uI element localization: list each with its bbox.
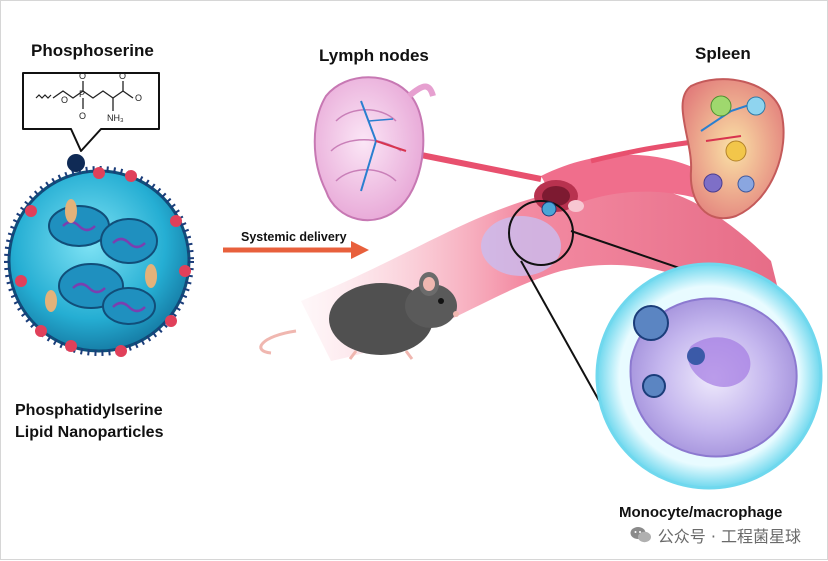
lymph-node-illustration	[313, 76, 436, 222]
lymph-nodes-label: Lymph nodes	[319, 46, 429, 65]
spleen-illustration	[681, 78, 785, 220]
mouse-illustration	[259, 272, 459, 360]
ps-lnp-label-line1: Phosphatidylserine	[15, 402, 163, 419]
monocyte-macrophage-label: Monocyte/macrophage	[619, 504, 782, 521]
systemic-delivery-label: Systemic delivery	[241, 230, 347, 244]
phosphoserine-structure-box: O O P O O O NH₃	[22, 71, 160, 152]
phosphorus-label: P	[79, 89, 85, 99]
vessel-cell	[481, 200, 574, 276]
macrophage-illustration	[595, 262, 823, 490]
ps-lnp-label-line2: Lipid Nanoparticles	[15, 424, 164, 441]
watermark: 公众号 · 工程菌星球	[630, 523, 801, 547]
oxygen-minus-label: O	[135, 93, 142, 103]
wechat-icon	[630, 526, 652, 544]
oxygen-top-label: O	[79, 71, 86, 81]
oxygen-bottom-label: O	[79, 111, 86, 121]
lipid-nanoparticle-illustration	[4, 154, 194, 357]
oxygen-left-label: O	[61, 95, 68, 105]
systemic-delivery-arrow	[223, 241, 369, 259]
oxygen-carbonyl-label: O	[119, 71, 126, 81]
phosphoserine-label: Phosphoserine	[31, 41, 154, 60]
watermark-text: 公众号 · 工程菌星球	[657, 527, 801, 546]
amino-group-label: NH₃	[107, 113, 124, 123]
spleen-label: Spleen	[695, 44, 751, 63]
